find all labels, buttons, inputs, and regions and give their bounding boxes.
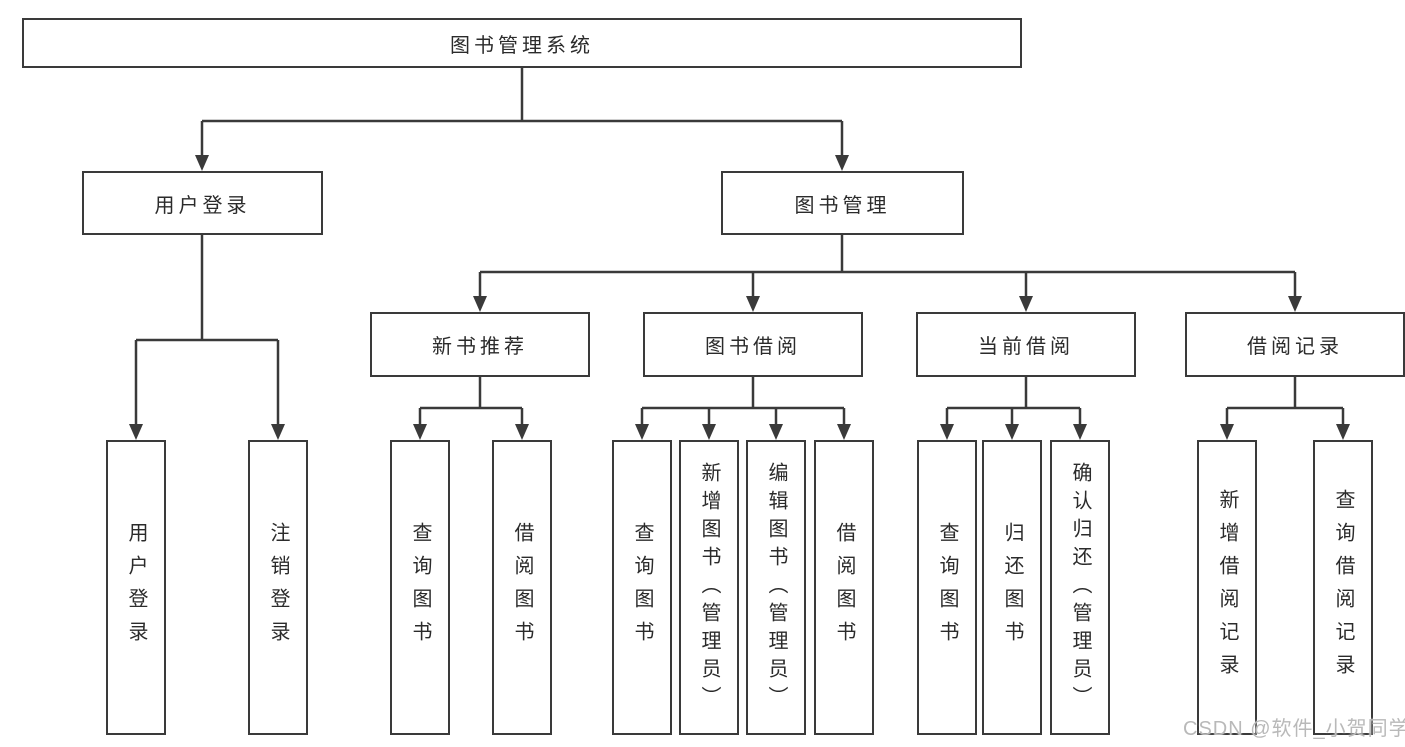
node-new-book-recommend-label: 新书推荐 (432, 336, 528, 358)
leaf-user-login: 用户登录 (106, 440, 166, 735)
leaf-add-book-admin-label: 新增图书（管理员） (698, 461, 720, 714)
leaf-confirm-return-admin: 确认归还（管理员） (1050, 440, 1110, 735)
leaf-query-books-borrow-label: 查询图书 (631, 521, 653, 654)
node-current-borrow: 当前借阅 (916, 312, 1136, 377)
node-root-label: 图书管理系统 (450, 34, 594, 57)
node-user-login-label: 用户登录 (154, 194, 251, 217)
node-root: 图书管理系统 (22, 18, 1022, 68)
node-book-borrow-label: 图书借阅 (705, 336, 801, 358)
leaf-query-books-borrow: 查询图书 (612, 440, 672, 735)
leaf-edit-book-admin-label: 编辑图书（管理员） (765, 461, 787, 714)
leaf-borrow-books: 借阅图书 (814, 440, 874, 735)
leaf-user-login-label: 用户登录 (125, 521, 147, 654)
node-borrow-records-label: 借阅记录 (1247, 336, 1343, 358)
leaf-query-books-current: 查询图书 (917, 440, 977, 735)
leaf-query-borrow-record-label: 查询借阅记录 (1332, 488, 1354, 687)
node-current-borrow-label: 当前借阅 (978, 336, 1074, 358)
node-book-management-label: 图书管理 (794, 194, 891, 217)
leaf-query-books-current-label: 查询图书 (936, 521, 958, 654)
arrowhead-icons (129, 155, 1350, 440)
leaf-return-book-label: 归还图书 (1001, 521, 1023, 654)
leaf-logout-label: 注销登录 (267, 521, 289, 654)
leaf-return-book: 归还图书 (982, 440, 1042, 735)
node-book-management: 图书管理 (721, 171, 964, 235)
node-book-borrow: 图书借阅 (643, 312, 863, 377)
leaf-borrow-books-recommend-label: 借阅图书 (511, 521, 533, 654)
leaf-add-borrow-record: 新增借阅记录 (1197, 440, 1257, 735)
leaf-logout: 注销登录 (248, 440, 308, 735)
csdn-watermark: CSDN @软件_小贺同学 (1183, 718, 1405, 740)
node-borrow-records: 借阅记录 (1185, 312, 1405, 377)
leaf-add-borrow-record-label: 新增借阅记录 (1216, 488, 1238, 687)
leaf-query-books-recommend: 查询图书 (390, 440, 450, 735)
leaf-add-book-admin: 新增图书（管理员） (679, 440, 739, 735)
leaf-borrow-books-label: 借阅图书 (833, 521, 855, 654)
connector-paths (134, 68, 1345, 427)
leaf-borrow-books-recommend: 借阅图书 (492, 440, 552, 735)
leaf-query-borrow-record: 查询借阅记录 (1313, 440, 1373, 735)
leaf-edit-book-admin: 编辑图书（管理员） (746, 440, 806, 735)
leaf-query-books-recommend-label: 查询图书 (409, 521, 431, 654)
leaf-confirm-return-admin-label: 确认归还（管理员） (1069, 461, 1091, 714)
node-new-book-recommend: 新书推荐 (370, 312, 590, 377)
node-user-login: 用户登录 (82, 171, 323, 235)
